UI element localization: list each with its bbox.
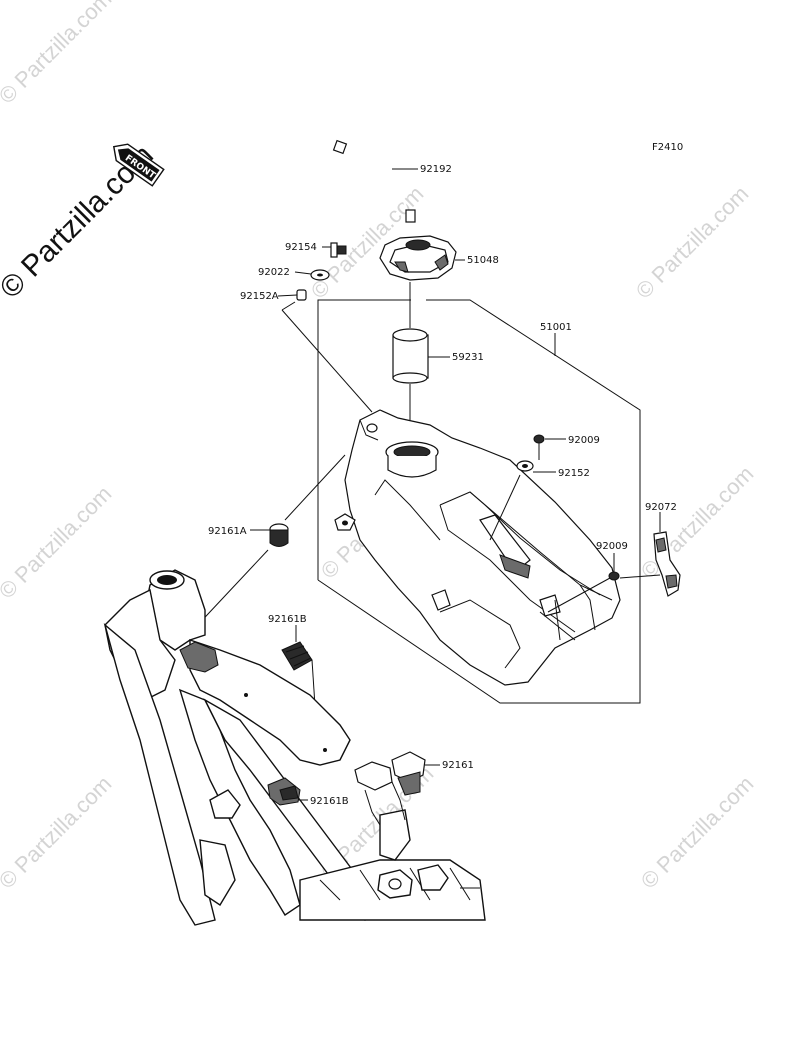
label-92154: 92154 [285,242,317,253]
watermark-text: © Partzilla.com [631,181,754,304]
watermark-text: © Partzilla.com [636,461,759,584]
watermark-text: © Partzilla.com [0,771,116,894]
bolt-92009-lower [547,553,620,613]
fuel-filter-59231 [392,282,450,438]
label-51048: 51048 [467,255,499,266]
watermark-text: © Partzilla.com [636,771,759,894]
leader-92152A [281,309,373,413]
label-92152: 92152 [558,468,590,479]
label-92152A: 92152A [240,291,279,302]
rubber-band-92072 [619,512,681,597]
watermark-text: © Partzilla.com [0,481,116,604]
fuel-cap-51048 [379,235,465,281]
collar-92152 [489,460,556,541]
front-direction-arrow: FRONT [112,143,165,187]
label-92009-upper: 92009 [568,435,600,446]
bolt-92154 [322,242,347,258]
washer-92022 [294,269,330,281]
label-59231: 59231 [452,352,484,363]
label-92161B-upper: 92161B [268,614,307,625]
tank-assembly-outline [317,299,641,704]
collar-92152A [277,289,307,301]
label-92072: 92072 [645,502,677,513]
label-92009-lower: 92009 [596,541,628,552]
label-92161B-lower: 92161B [310,796,349,807]
label-92022: 92022 [258,267,290,278]
leader-92152A-b [281,301,296,311]
motorcycle-frame [103,569,486,926]
label-92161A: 92161A [208,526,247,537]
bracket-92161 [354,751,440,826]
figure-code: F2410 [652,142,683,153]
watermark-text: © Partzilla.com [0,0,116,109]
damper-92161B-lower [267,777,308,806]
label-51001: 51001 [540,322,572,333]
fuel-tank-51001 [334,409,621,686]
label-92192: 92192 [420,164,452,175]
damper-92161A [192,454,346,631]
bolt-92009-upper [533,434,566,460]
breather-hose-92192 [332,139,418,223]
label-92161: 92161 [442,760,474,771]
